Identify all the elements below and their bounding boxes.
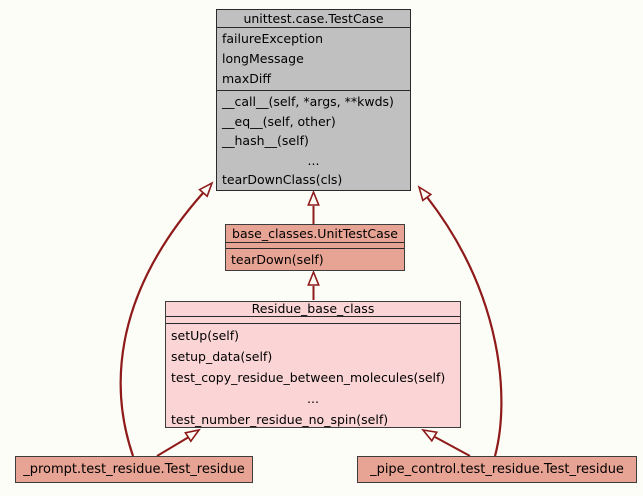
method: tearDownClass(cls) bbox=[222, 172, 343, 187]
class-node-base-classes-unittestcase[interactable]: base_classes.UnitTestCase tearDown(self) bbox=[225, 224, 405, 271]
method: setup_data(self) bbox=[171, 349, 273, 364]
arrowhead-icon bbox=[307, 189, 320, 206]
edge-prompt-to-residue bbox=[156, 436, 189, 457]
edge-pipecontrol-to-residue bbox=[434, 436, 471, 457]
class-title: unittest.case.TestCase bbox=[217, 10, 410, 28]
edge-pipecontrol-to-testcase bbox=[426, 196, 503, 457]
arrowhead-icon bbox=[417, 185, 433, 202]
method: __hash__(self) bbox=[222, 133, 309, 148]
method: tearDown(self) bbox=[231, 252, 324, 267]
class-title: _prompt.test_residue.Test_residue bbox=[23, 461, 245, 477]
attribute: failureException bbox=[222, 31, 324, 46]
methods-compartment: __call__(self, *args, **kwds) __eq__(sel… bbox=[217, 91, 410, 190]
class-title: _pipe_control.test_residue.Test_residue bbox=[370, 461, 624, 477]
ellipsis-row: ... bbox=[307, 152, 320, 168]
attribute: longMessage bbox=[222, 51, 304, 66]
attributes-compartment-empty bbox=[226, 243, 404, 249]
arrowhead-icon bbox=[307, 269, 320, 286]
method: setUp(self) bbox=[171, 328, 240, 343]
method: __call__(self, *args, **kwds) bbox=[222, 94, 394, 109]
arrowhead-icon bbox=[421, 428, 439, 443]
class-title: base_classes.UnitTestCase bbox=[226, 225, 404, 243]
method: test_copy_residue_between_molecules(self… bbox=[171, 370, 446, 385]
method: test_number_residue_no_spin(self) bbox=[171, 412, 389, 427]
class-node-prompt-test-residue[interactable]: _prompt.test_residue.Test_residue bbox=[15, 456, 253, 483]
ellipsis-row: ... bbox=[307, 391, 319, 406]
class-node-residue-base-class[interactable]: Residue_base_class setUp(self) setup_dat… bbox=[165, 301, 461, 428]
attributes-compartment: failureException longMessage maxDiff bbox=[217, 28, 410, 91]
attributes-compartment-empty bbox=[166, 317, 460, 324]
edge-prompt-to-testcase bbox=[119, 192, 204, 457]
arrowhead-icon bbox=[184, 428, 201, 443]
class-title: Residue_base_class bbox=[166, 301, 460, 317]
arrowhead-icon bbox=[198, 181, 214, 198]
method: __eq__(self, other) bbox=[222, 113, 336, 129]
methods-compartment: tearDown(self) bbox=[226, 249, 404, 270]
class-node-unittest-case-testcase[interactable]: unittest.case.TestCase failureException … bbox=[216, 9, 411, 191]
class-node-pipe-control-test-residue[interactable]: _pipe_control.test_residue.Test_residue bbox=[357, 456, 637, 483]
attribute: maxDiff bbox=[222, 71, 271, 86]
methods-compartment: setUp(self) setup_data(self) test_copy_r… bbox=[166, 324, 460, 430]
